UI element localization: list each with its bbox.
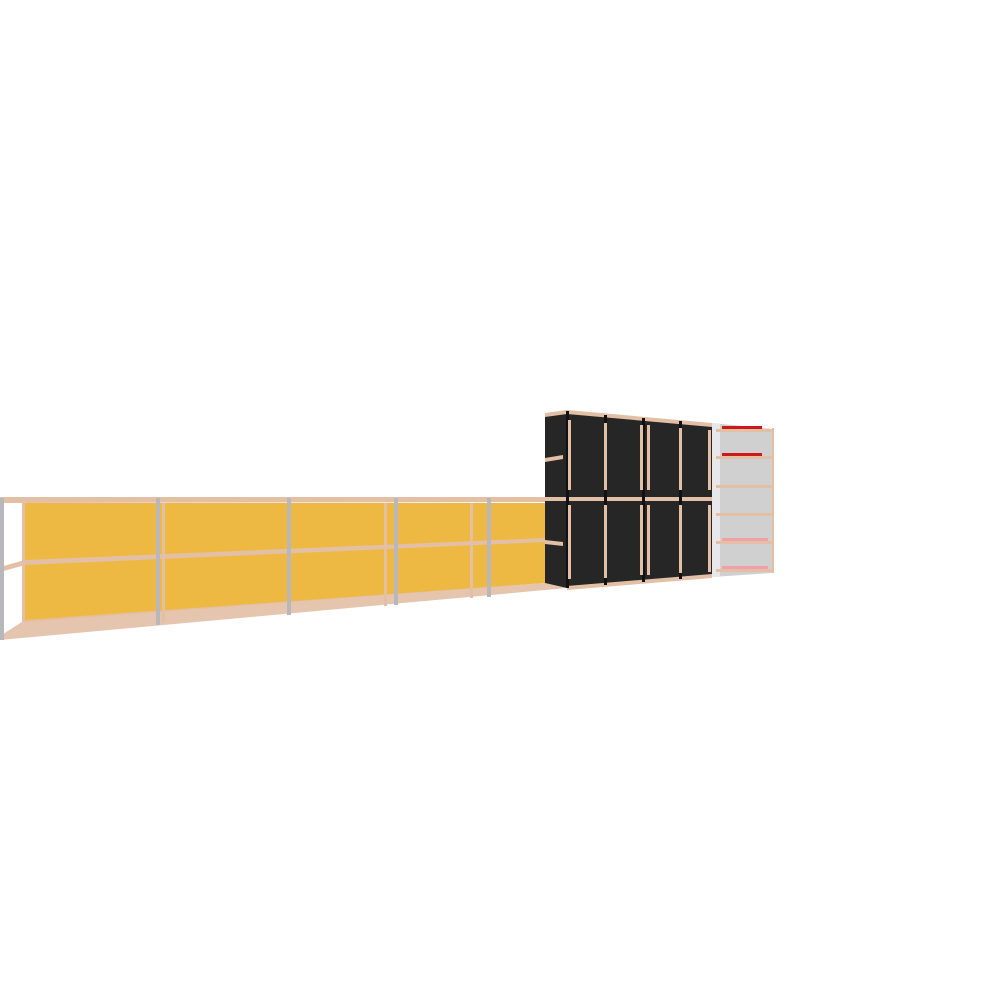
black-door-edge <box>568 420 571 490</box>
yellow-divider-post <box>394 498 398 605</box>
black-joint <box>642 418 645 582</box>
white-bookcase-section <box>712 423 774 577</box>
black-door-edge <box>708 430 711 490</box>
yellow-top-edge <box>0 497 567 503</box>
black-door-edge <box>679 505 682 573</box>
white-shelf-board <box>716 513 772 516</box>
yellow-inner-post <box>22 503 25 622</box>
black-door-edge <box>604 423 607 490</box>
white-shelf-board <box>716 541 772 544</box>
black-door-edge <box>647 425 650 490</box>
white-bookcase-body <box>712 423 772 577</box>
black-joint <box>679 421 682 579</box>
black-side-shelf-lower <box>545 540 563 546</box>
yellow-divider-post <box>487 498 491 597</box>
black-joint <box>566 411 569 588</box>
black-door-edge <box>647 505 650 575</box>
black-top-edge <box>545 410 712 427</box>
yellow-inner-post <box>384 503 387 606</box>
red-accent <box>722 453 762 456</box>
black-door-edge <box>568 505 571 579</box>
yellow-inner-post <box>470 503 473 598</box>
white-shelf-board <box>716 456 772 459</box>
black-door-edge <box>640 505 643 575</box>
black-joint <box>604 415 607 585</box>
black-door-edge <box>679 428 682 490</box>
yellow-middle-shelf <box>0 538 567 572</box>
yellow-bottom-shelf <box>0 583 567 640</box>
black-middle-rail <box>545 497 712 501</box>
white-shelf-board <box>716 485 772 488</box>
black-cabinet-section <box>545 410 712 590</box>
white-bookcase-edge <box>772 428 774 573</box>
black-door-edge <box>708 505 711 572</box>
white-shelf-board <box>716 569 772 572</box>
black-door-edge <box>604 505 607 578</box>
pink-accent <box>722 566 768 569</box>
yellow-divider-post <box>156 498 160 625</box>
white-bookcase-side <box>712 423 720 577</box>
yellow-divider-post <box>287 498 291 615</box>
yellow-shelving-section <box>0 497 567 640</box>
pink-accent <box>722 538 768 541</box>
black-bottom-edge <box>567 574 712 590</box>
white-shelf-board <box>716 429 772 432</box>
black-side-shelf-upper <box>545 455 563 462</box>
black-door-edge <box>640 425 643 490</box>
red-accent <box>722 426 762 429</box>
yellow-divider-post <box>0 498 4 640</box>
yellow-inner-post <box>162 503 165 623</box>
